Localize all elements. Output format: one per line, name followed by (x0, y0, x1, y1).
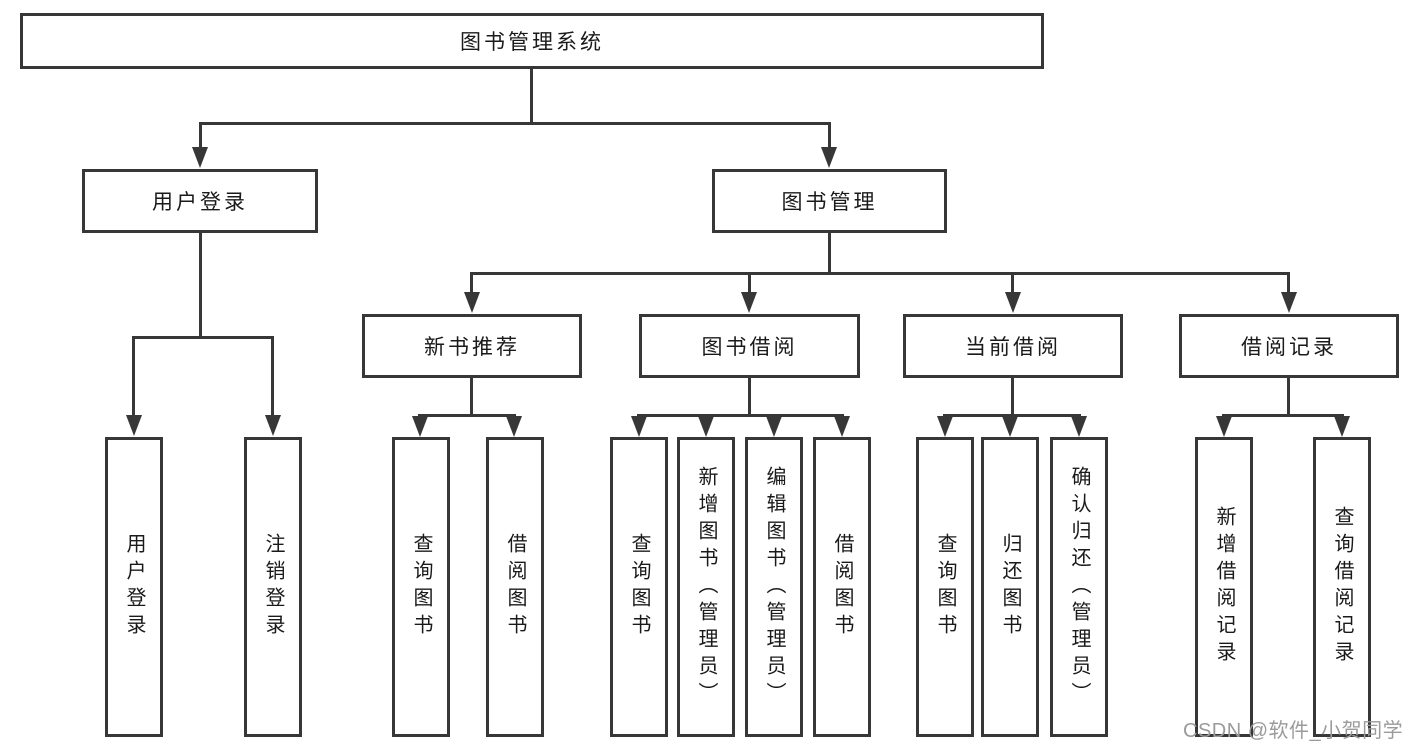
arrow-down-icon (464, 292, 480, 313)
connector-line (1011, 272, 1014, 296)
connector-line (199, 122, 202, 150)
node-book-borrow: 图书借阅 (639, 314, 860, 378)
connector-line (637, 414, 844, 417)
connector-line (199, 233, 202, 339)
connector-line (470, 272, 1290, 275)
node-new-book-recommend: 新书推荐 (362, 314, 582, 378)
node-borrow-record: 借阅记录 (1179, 314, 1399, 378)
connector-line (1287, 378, 1290, 417)
arrow-down-icon (265, 415, 281, 436)
arrow-down-icon (126, 415, 142, 436)
connector-line (132, 336, 135, 418)
connector-line (943, 414, 1081, 417)
leaf-confirm-return-admin: 确认归还（管理员） (1050, 437, 1108, 737)
arrow-down-icon (631, 416, 647, 437)
connector-line (748, 272, 751, 296)
arrow-down-icon (1071, 416, 1087, 437)
arrow-down-icon (1002, 416, 1018, 437)
leaf-borrow-book: 借阅图书 (813, 437, 871, 737)
connector-line (418, 414, 516, 417)
connector-line (748, 378, 751, 417)
connector-line (271, 336, 274, 418)
leaf-query-book: 查询图书 (916, 437, 974, 737)
connector-line (1287, 272, 1290, 296)
arrow-down-icon (698, 416, 714, 437)
arrow-down-icon (834, 416, 850, 437)
leaf-query-book: 查询图书 (392, 437, 450, 737)
connector-line (470, 272, 473, 296)
leaf-borrow-book: 借阅图书 (486, 437, 544, 737)
arrow-down-icon (741, 292, 757, 313)
connector-line (1011, 378, 1014, 417)
leaf-add-borrow-record: 新增借阅记录 (1195, 437, 1253, 737)
node-current-borrow: 当前借阅 (903, 314, 1123, 378)
node-book-management-system: 图书管理系统 (20, 13, 1044, 69)
node-user-login: 用户登录 (82, 169, 318, 233)
connector-line (470, 378, 473, 417)
leaf-logout: 注销登录 (244, 437, 302, 737)
leaf-add-book-admin: 新增图书（管理员） (677, 437, 735, 737)
arrow-down-icon (506, 416, 522, 437)
connector-line (132, 336, 274, 339)
leaf-return-book: 归还图书 (981, 437, 1039, 737)
arrow-down-icon (412, 416, 428, 437)
connector-line (530, 69, 533, 125)
arrow-down-icon (192, 147, 208, 168)
arrow-down-icon (1005, 292, 1021, 313)
connector-line (199, 122, 831, 125)
node-book-management: 图书管理 (712, 169, 947, 233)
leaf-query-book: 查询图书 (610, 437, 668, 737)
connector-line (828, 233, 831, 275)
connector-line (1222, 414, 1344, 417)
arrow-down-icon (937, 416, 953, 437)
csdn-watermark: CSDN @软件_小贺同学 (1183, 720, 1404, 742)
arrow-down-icon (821, 147, 837, 168)
arrow-down-icon (766, 416, 782, 437)
connector-line (828, 122, 831, 150)
leaf-user-login: 用户登录 (105, 437, 163, 737)
leaf-edit-book-admin: 编辑图书（管理员） (745, 437, 803, 737)
arrow-down-icon (1216, 416, 1232, 437)
arrow-down-icon (1334, 416, 1350, 437)
arrow-down-icon (1281, 292, 1297, 313)
leaf-query-borrow-record: 查询借阅记录 (1313, 437, 1371, 737)
